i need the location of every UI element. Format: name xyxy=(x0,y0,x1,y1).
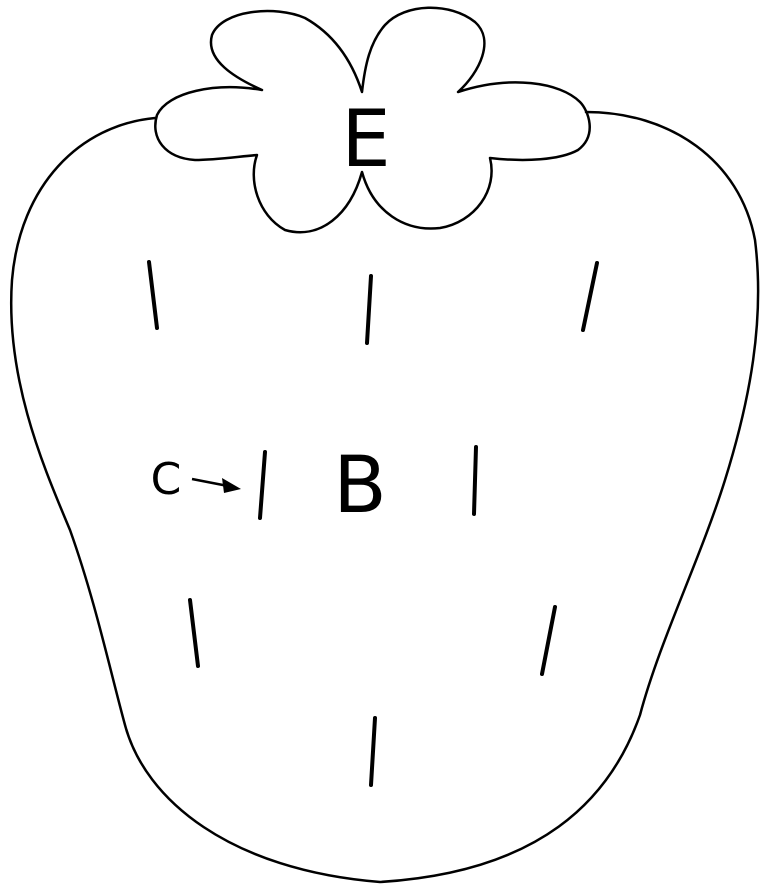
seed-mark xyxy=(542,607,555,674)
label-b: B xyxy=(333,441,387,531)
label-c: C xyxy=(151,454,182,505)
seed-mark xyxy=(149,262,157,328)
seed-mark xyxy=(367,276,371,343)
seed-mark xyxy=(474,447,476,514)
pointer-arrow xyxy=(192,478,241,493)
seed-mark xyxy=(583,263,597,330)
seed-mark xyxy=(371,718,375,785)
seed-mark xyxy=(190,600,198,666)
label-e: E xyxy=(341,95,390,185)
seed-mark xyxy=(260,452,265,518)
